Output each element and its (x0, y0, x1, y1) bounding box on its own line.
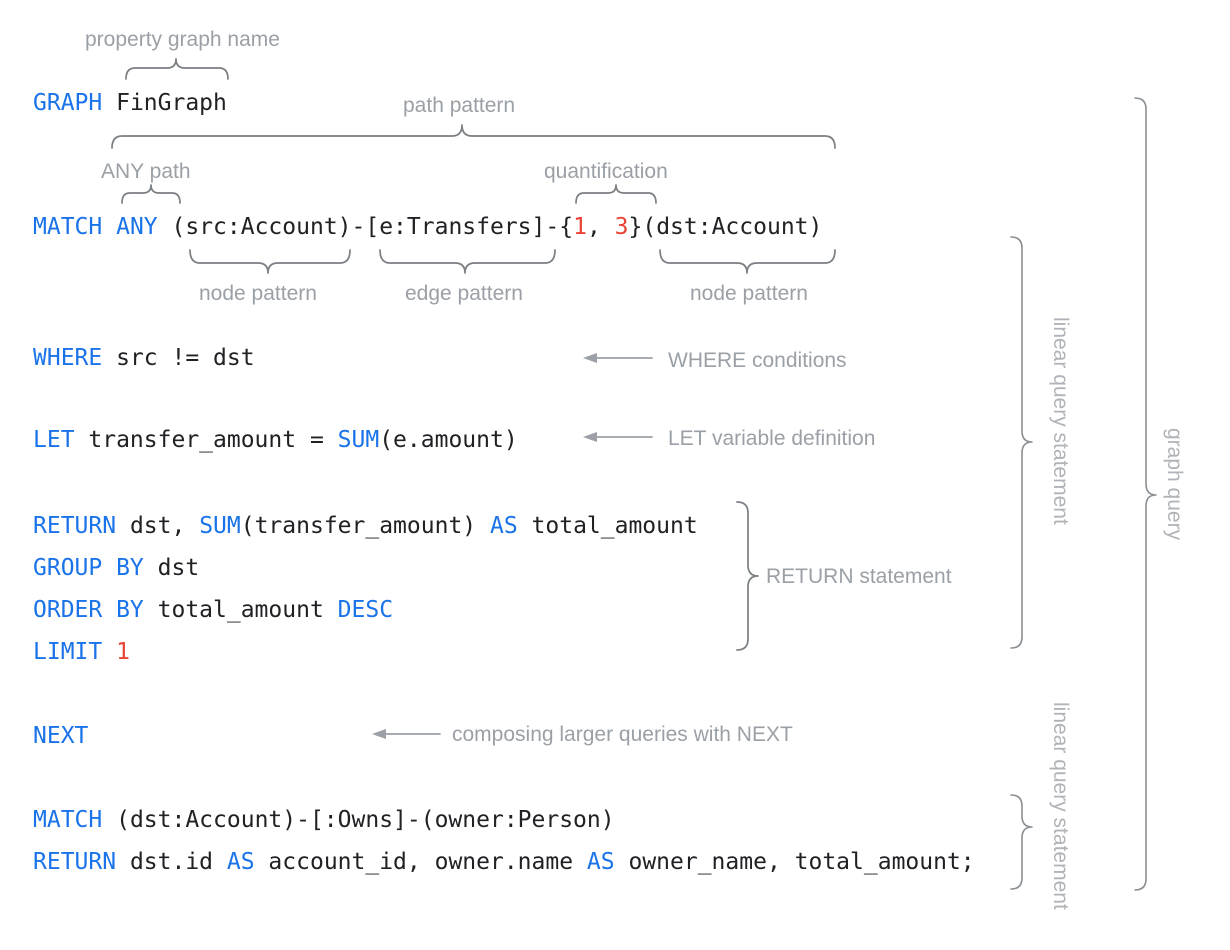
label-edge-pattern: edge pattern (405, 282, 523, 305)
brace-linear-query-statement-1 (1010, 236, 1033, 649)
code-token: AS (586, 849, 615, 875)
code-token: ORDER BY (33, 597, 144, 623)
brace-path-pattern (111, 124, 836, 149)
code-token: (dst:Account)-[:Owns]-(owner:Person) (102, 807, 615, 833)
code-token: LIMIT (33, 639, 103, 665)
code-token: RETURN (33, 513, 117, 539)
label-return-statement: RETURN statement (766, 565, 952, 588)
code-token: account_id, owner.name (254, 849, 587, 875)
code-token (102, 639, 116, 665)
code-token: total_amount (143, 597, 338, 623)
code-token: }(dst:Account) (628, 214, 823, 240)
code-token: NEXT (33, 723, 89, 749)
code-token: ANY (116, 214, 158, 240)
code-token: (e.amount) (379, 427, 518, 453)
label-node-pattern-1: node pattern (199, 282, 317, 305)
arrow-composing-with-next (372, 729, 441, 739)
code-token: SUM (199, 513, 241, 539)
code-line-order-by: ORDER BY total_amount DESC (33, 595, 393, 625)
label-composing-with-next: composing larger queries with NEXT (452, 723, 793, 746)
code-line-graph: GRAPH FinGraph (33, 88, 227, 118)
code-token: 1 (116, 639, 130, 665)
code-token: DESC (337, 597, 394, 623)
code-token: owner_name, total_amount; (614, 849, 975, 875)
brace-edge-pattern (379, 249, 556, 274)
brace-any-path (121, 184, 181, 204)
brace-node-pattern-2 (659, 249, 836, 274)
code-token: dst.id (116, 849, 227, 875)
code-token: 1 (573, 214, 587, 240)
code-line-return-1: RETURN dst, SUM(transfer_amount) AS tota… (33, 511, 698, 541)
code-token: GRAPH (33, 90, 103, 116)
code-token: total_amount (517, 513, 698, 539)
code-line-where: WHERE src != dst (33, 343, 255, 373)
code-token: AS (226, 849, 255, 875)
label-quantification: quantification (544, 160, 668, 183)
label-path-pattern: path pattern (403, 94, 516, 117)
code-token: (src:Account)-[e:Transfers]-{ (157, 214, 574, 240)
label-node-pattern-2: node pattern (690, 282, 808, 305)
brace-node-pattern-1 (189, 249, 351, 274)
code-token: AS (489, 513, 518, 539)
code-token: dst (143, 555, 200, 581)
code-token: MATCH (33, 807, 103, 833)
brace-linear-query-statement-2 (1010, 794, 1033, 890)
code-line-let: LET transfer_amount = SUM(e.amount) (33, 425, 518, 455)
code-token: , (586, 214, 615, 240)
code-token: src != dst (102, 345, 255, 371)
code-token: (transfer_amount) (240, 513, 490, 539)
label-graph-query: graph query (1163, 428, 1186, 541)
arrow-let-variable-definition (583, 432, 653, 442)
code-line-match-2: MATCH (dst:Account)-[:Owns]-(owner:Perso… (33, 805, 615, 835)
code-line-group-by: GROUP BY dst (33, 553, 199, 583)
code-token: SUM (337, 427, 380, 453)
brace-graph-query (1134, 97, 1157, 891)
label-where-conditions: WHERE conditions (668, 349, 847, 372)
code-token: dst, (116, 513, 200, 539)
code-line-return-2: RETURN dst.id AS account_id, owner.name … (33, 847, 975, 877)
code-line-next: NEXT (33, 721, 88, 751)
code-token: LET (33, 427, 75, 453)
code-token: transfer_amount = (74, 427, 338, 453)
code-token (102, 214, 116, 240)
code-token: GROUP BY (33, 555, 144, 581)
code-token: FinGraph (102, 90, 227, 116)
brace-property-graph-name (125, 58, 229, 80)
code-token: WHERE (33, 345, 103, 371)
label-let-variable-definition: LET variable definition (668, 427, 876, 450)
brace-quantification (575, 184, 657, 204)
code-token: MATCH (33, 214, 103, 240)
label-linear-query-statement-2: linear query statement (1049, 702, 1072, 910)
label-property-graph-name: property graph name (85, 28, 280, 51)
arrow-where-conditions (583, 353, 653, 363)
label-any-path: ANY path (101, 160, 191, 183)
label-linear-query-statement-1: linear query statement (1049, 317, 1072, 525)
code-token: 3 (614, 214, 629, 240)
code-token: RETURN (33, 849, 117, 875)
code-line-match: MATCH ANY (src:Account)-[e:Transfers]-{1… (33, 212, 822, 242)
code-line-limit: LIMIT 1 (33, 637, 130, 667)
brace-return-statement (736, 501, 759, 651)
